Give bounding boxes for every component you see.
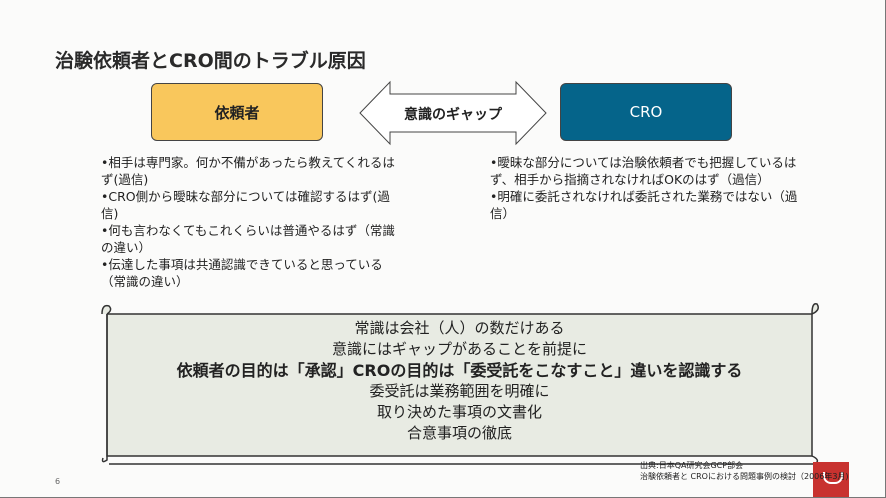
source-line: 治験依頼者と CROにおける問題事例の検討（2006年3月) — [640, 472, 849, 481]
list-item: •明確に委託されなければ委託された業務ではない（過信） — [490, 189, 798, 221]
scroll-line: 常識は会社（人）の数だけある — [354, 319, 565, 337]
cro-issues-list: •曖昧な部分については治験依頼者でも把握しているはず、相手から指摘されなければO… — [490, 154, 810, 222]
page-number: 6 — [55, 477, 61, 486]
client-box: 依頼者 — [151, 83, 323, 141]
scroll-line-emphasis: 依頼者の目的は「承認」CROの目的は「委受託をこなすこと」違いを認識する — [176, 361, 743, 380]
cro-label: CRO — [629, 103, 663, 121]
list-item: •相手は専門家。何か不備があったら教えてくれるはず(過信) — [101, 155, 395, 187]
list-item: •曖昧な部分については治験依頼者でも把握しているはず、相手から指摘されなければO… — [490, 155, 797, 187]
scroll-text: 常識は会社（人）の数だけある 意識にはギャップがあることを前提に 依頼者の目的は… — [97, 318, 822, 444]
scroll-line: 委受託は業務範囲を明確に — [369, 382, 550, 400]
scroll-line: 取り決めた事項の文書化 — [376, 403, 542, 421]
slide-title: 治験依頼者とCRO間のトラブル原因 — [55, 50, 366, 72]
cro-box: CRO — [560, 83, 732, 141]
double-arrow-icon — [359, 80, 547, 146]
list-item: •何も言わなくてもこれくらいは普通やるはず（常識の違い） — [101, 223, 395, 255]
client-label: 依頼者 — [214, 103, 260, 122]
gap-label: 意識のギャップ — [404, 107, 502, 123]
logo-icon — [813, 462, 849, 497]
list-item: •伝達した事項は共通認識できていると思っている（常識の違い） — [101, 257, 383, 289]
client-issues-list: •相手は専門家。何か不備があったら教えてくれるはず(過信) •CRO側から曖昧な… — [101, 154, 406, 290]
source-line: 出典:日本QA研究会GCP部会 — [640, 461, 744, 470]
source-citation: 出典:日本QA研究会GCP部会 治験依頼者と CROにおける問題事例の検討（20… — [640, 460, 849, 482]
conclusion-scroll: 常識は会社（人）の数だけある 意識にはギャップがあることを前提に 依頼者の目的は… — [97, 300, 822, 466]
gap-arrow: 意識のギャップ — [358, 80, 548, 146]
scroll-line: 意識にはギャップがあることを前提に — [331, 340, 587, 358]
scroll-line: 合意事項の徹底 — [406, 424, 512, 442]
list-item: •CRO側から曖昧な部分については確認するはず(過信) — [101, 189, 390, 221]
